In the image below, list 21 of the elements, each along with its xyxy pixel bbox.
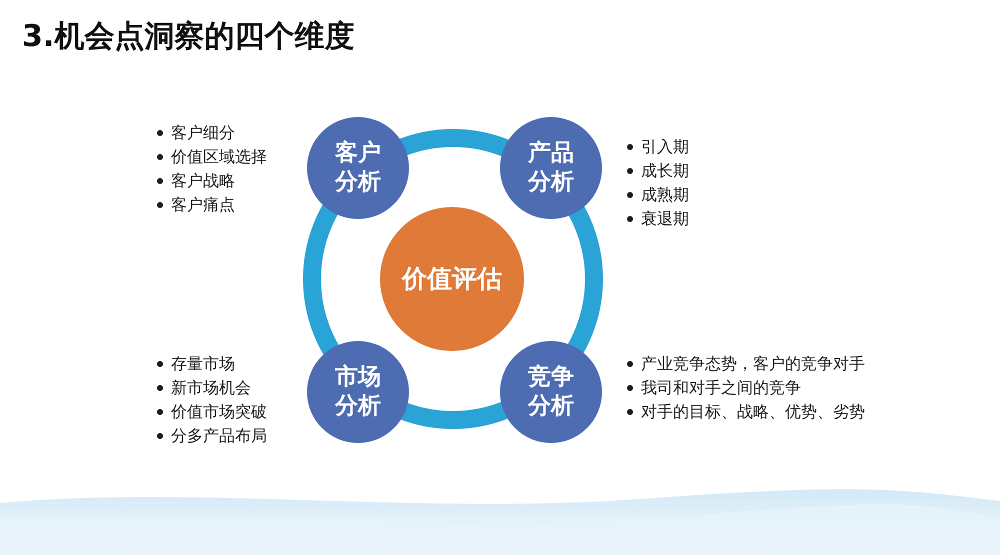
list-item-text: 客户战略 (171, 171, 235, 191)
circle-label: 产品分析 (526, 139, 575, 197)
list-item-text: 客户细分 (171, 123, 235, 143)
list-item-text: 价值市场突破 (171, 402, 267, 422)
list-item-text: 衰退期 (641, 209, 689, 229)
list-item-text: 产业竞争态势，客户的竞争对手 (641, 354, 865, 374)
list-item-text: 成长期 (641, 161, 689, 181)
list-item-text: 新市场机会 (171, 378, 251, 398)
circle-label: 价值评估 (402, 263, 502, 295)
list-item-text: 成熟期 (641, 185, 689, 205)
circle-label: 市场分析 (334, 363, 382, 421)
list-item-text: 我司和对手之间的竞争 (641, 378, 801, 398)
list-item-text: 分多产品布局 (171, 426, 267, 446)
circle-label: 竞争分析 (526, 363, 575, 421)
list-item-text: 客户痛点 (171, 195, 235, 215)
list-item-text: 存量市场 (171, 354, 235, 374)
list-item-text: 价值区域选择 (171, 147, 267, 167)
list-item-text: 对手的目标、战略、优势、劣势 (641, 402, 865, 422)
title: 3.机会点洞察的四个维度 (22, 18, 354, 56)
circle-label: 客户分析 (334, 139, 382, 197)
list-item-text: 引入期 (641, 137, 689, 157)
